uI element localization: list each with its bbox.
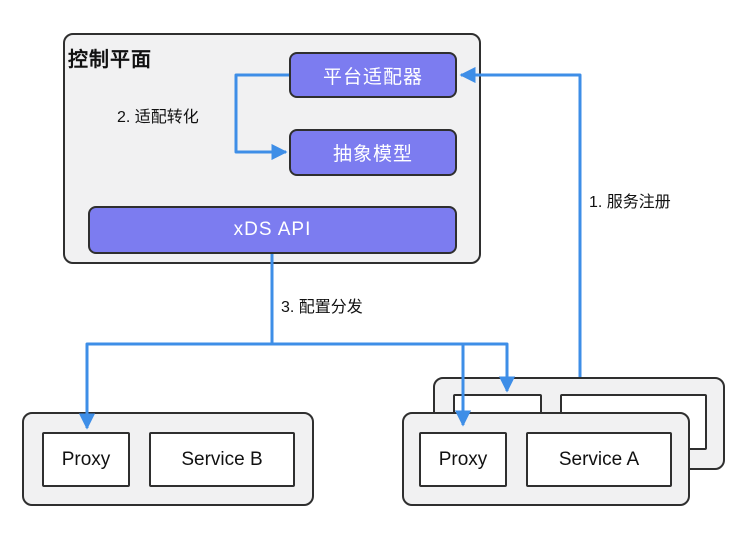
service-b-box: Service B [149, 432, 295, 487]
service-a-proxy-box: Proxy [419, 432, 507, 487]
label-config-distribution: 3. 配置分发 [281, 299, 363, 316]
service-b-proxy-box: Proxy [42, 432, 130, 487]
label-adapt-transform: 2. 适配转化 [117, 109, 199, 126]
control-plane-title: 控制平面 [68, 49, 152, 71]
platform-adapter-node: 平台适配器 [289, 52, 457, 98]
label-service-registration: 1. 服务注册 [589, 194, 671, 211]
xds-api-node: xDS API [88, 206, 457, 254]
abstract-model-node: 抽象模型 [289, 129, 457, 176]
service-a-box: Service A [526, 432, 672, 487]
